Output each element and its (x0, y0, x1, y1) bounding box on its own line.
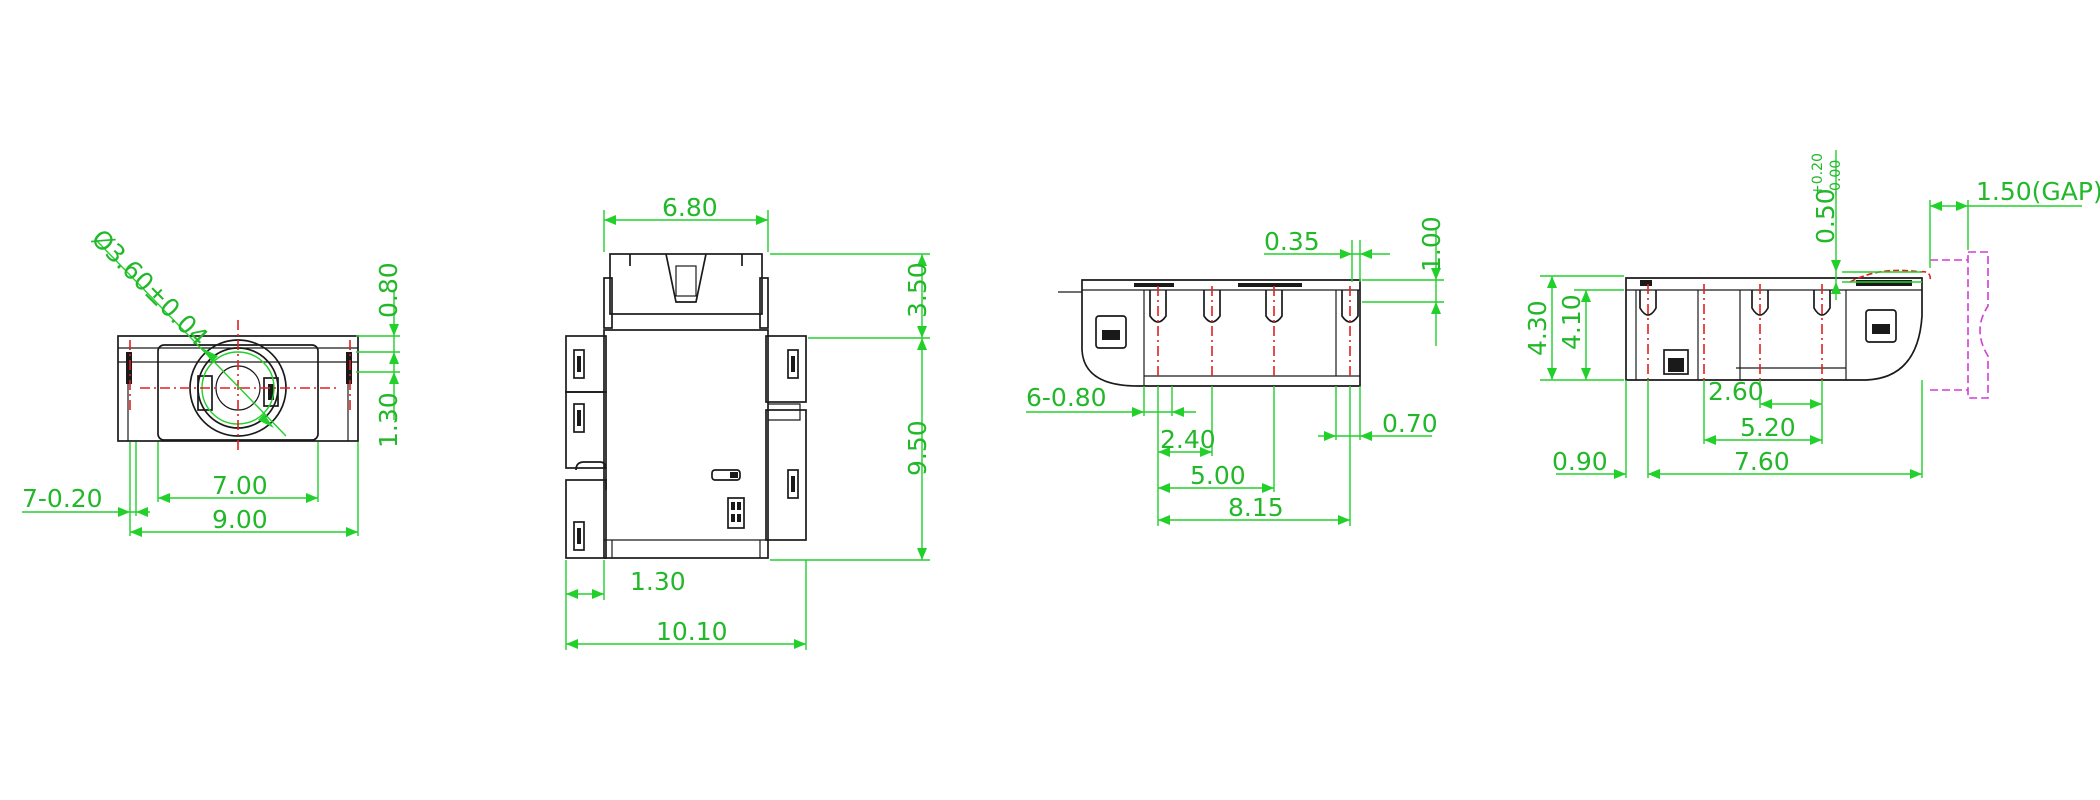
front-contact-right (263, 377, 279, 407)
top-left-flange-1 (565, 335, 607, 393)
front-pin-label: 7-0.20 (22, 484, 103, 513)
side-b-body (1625, 277, 1923, 381)
side-b-height-total-label: 4.30 (1523, 300, 1552, 356)
top-upper-height-label: 3.50 (903, 262, 932, 318)
side-a-window (1095, 315, 1127, 349)
top-view: 6.80 3.50 9.50 1.30 10.10 (565, 193, 932, 650)
side-b-pitch-2-label: 5.20 (1740, 413, 1796, 442)
front-right-pin (346, 352, 352, 384)
front-contact-left (197, 375, 213, 411)
side-b-gap-tol-lower-label: -0.00 (1828, 160, 1844, 196)
side-view-a: 0.35 1.00 6-0.80 2.40 5.00 8.15 (1026, 216, 1446, 526)
top-upper-block (609, 253, 763, 315)
front-outer-width-label: 9.00 (212, 505, 268, 534)
top-left-flange-3 (565, 479, 607, 559)
top-main-body (603, 329, 769, 559)
side-a-pin-count-label: 6-0.80 (1026, 383, 1107, 412)
front-height-top-label: 0.80 (374, 262, 403, 318)
side-b-spring (1849, 269, 1932, 283)
side-a-edge-label: 0.70 (1382, 409, 1438, 438)
side-view-b: 4.30 4.10 0.50 +0.20 -0.00 1.50(GAP) 2.6… (1523, 150, 2100, 479)
top-total-width-label: 10.10 (656, 617, 728, 646)
side-b-gap-tol-upper-label: +0.20 (1810, 153, 1826, 196)
side-b-height-body-label: 4.10 (1557, 294, 1586, 350)
side-a-pitch-2-label: 5.00 (1190, 461, 1246, 490)
side-b-pin-2 (1751, 290, 1769, 316)
front-diameter-leader (95, 239, 287, 437)
top-right-flange-2 (765, 409, 807, 541)
side-b-gap-main-label: 0.50 (1811, 188, 1840, 244)
side-b-window (1865, 309, 1897, 343)
top-left-flange-2 (565, 391, 607, 469)
side-b-tab (1663, 349, 1689, 375)
side-a-height-label: 1.00 (1417, 216, 1446, 272)
side-a-pitch-3-label: 8.15 (1228, 493, 1284, 522)
top-flange-label: 1.30 (630, 567, 686, 596)
side-b-span-label: 7.60 (1734, 447, 1790, 476)
side-b-mating-part (1967, 251, 1989, 399)
top-width-label: 6.80 (662, 193, 718, 222)
side-b-pin-1 (1639, 290, 1657, 316)
top-body-height-label: 9.50 (903, 420, 932, 476)
front-left-pin (126, 352, 132, 384)
side-a-pin-width-label: 0.35 (1264, 227, 1320, 256)
top-latch (629, 253, 743, 303)
side-a-pitch-1-label: 2.40 (1160, 425, 1216, 454)
side-a-body (1081, 279, 1361, 387)
front-diameter-label: Ø3.60±0.04 (86, 224, 214, 352)
front-height-bottom-label: 1.30 (374, 392, 403, 448)
front-inner-width-label: 7.00 (212, 471, 268, 500)
side-b-pin-3 (1813, 290, 1831, 316)
top-window (727, 497, 745, 529)
side-b-pitch-1-label: 2.60 (1708, 377, 1764, 406)
top-right-flange-1 (765, 335, 807, 403)
side-b-gap-1-50-label: 1.50(GAP) (1976, 177, 2100, 206)
top-left-hook (575, 461, 607, 490)
front-view: Ø3.60±0.04 0.80 1.30 7.00 7-0.20 9.00 (22, 224, 403, 537)
side-b-left-edge-label: 0.90 (1552, 447, 1608, 476)
